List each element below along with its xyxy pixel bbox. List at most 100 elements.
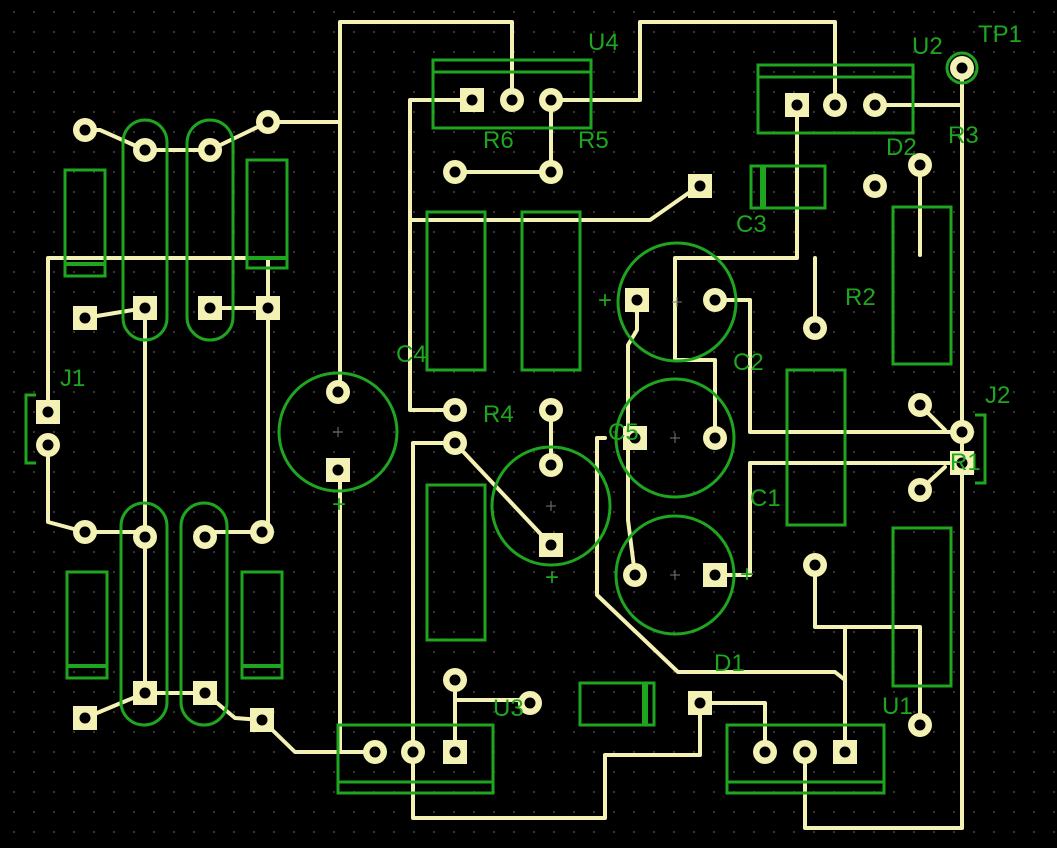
u2-outline bbox=[756, 63, 915, 135]
trace-u4-to-r4 bbox=[408, 98, 474, 412]
drill-hole bbox=[869, 99, 881, 111]
bridge-block-4 bbox=[240, 570, 284, 680]
label-c5: C5 bbox=[608, 419, 639, 446]
tp1-outline bbox=[945, 51, 979, 85]
trace-c2-minus bbox=[713, 298, 964, 434]
label-r5: R5 bbox=[578, 127, 609, 154]
plus-mark-c1: + bbox=[740, 561, 754, 588]
drill-hole bbox=[956, 457, 968, 469]
label-j2: J2 bbox=[985, 382, 1010, 409]
bridge-oval-4 bbox=[179, 501, 229, 727]
c2-outline bbox=[616, 241, 738, 363]
drill-hole bbox=[262, 302, 274, 314]
bridge-block-2 bbox=[245, 158, 289, 270]
drill-hole bbox=[199, 687, 211, 699]
drill-hole bbox=[332, 386, 344, 398]
trace-d1-u1 bbox=[698, 701, 767, 754]
drill-hole bbox=[829, 99, 841, 111]
label-u2: U2 bbox=[912, 33, 943, 60]
trace-bottom bbox=[411, 701, 702, 820]
drill-hole bbox=[139, 531, 151, 543]
label-r3: R3 bbox=[948, 122, 979, 149]
drill-hole bbox=[449, 166, 461, 178]
u3-outline bbox=[336, 723, 495, 795]
drill-hole bbox=[449, 746, 461, 758]
trace-bridge-left bbox=[46, 443, 147, 534]
trace-bridge-v2 bbox=[203, 306, 270, 534]
r1-body bbox=[785, 368, 847, 527]
u1-body bbox=[891, 526, 953, 688]
drill-hole bbox=[629, 569, 641, 581]
drill-hole bbox=[449, 437, 461, 449]
trace-bridge-top bbox=[83, 120, 270, 152]
bridge-block-1 bbox=[63, 168, 107, 278]
drill-hole bbox=[869, 180, 881, 192]
drill-hole bbox=[79, 712, 91, 724]
trace-c5-rail bbox=[595, 436, 847, 682]
drill-hole bbox=[759, 746, 771, 758]
drill-hole bbox=[956, 426, 968, 438]
drill-hole bbox=[199, 531, 211, 543]
trace-u1-link bbox=[813, 563, 922, 727]
u1-outline bbox=[725, 723, 886, 795]
label-u4: U4 bbox=[588, 29, 619, 56]
j1-bracket bbox=[24, 393, 36, 465]
drill-hole bbox=[709, 294, 721, 306]
reference-labels: U4 U2 TP1 R6 R5 R3 D2 C3 R2 C4 C2 J1 J2 … bbox=[60, 21, 1022, 722]
drill-hole bbox=[449, 404, 461, 416]
trace-top-left bbox=[266, 20, 514, 124]
plus-mark-c2: + bbox=[598, 287, 612, 314]
label-tp1: TP1 bbox=[978, 21, 1022, 48]
drill-hole bbox=[799, 746, 811, 758]
label-r1: R1 bbox=[950, 449, 981, 476]
r5-body bbox=[520, 210, 582, 372]
drill-hole bbox=[694, 180, 706, 192]
drill-hole bbox=[709, 569, 721, 581]
drill-hole bbox=[256, 714, 268, 726]
label-d1: D1 bbox=[714, 650, 745, 677]
plus-mark-r4cap: + bbox=[545, 564, 559, 591]
drill-hole bbox=[256, 526, 268, 538]
r2-body bbox=[891, 205, 953, 366]
r6-body bbox=[425, 210, 487, 372]
drill-hole bbox=[466, 94, 478, 106]
drill-hole bbox=[545, 459, 557, 471]
c3-outline bbox=[749, 164, 827, 210]
trace-r4-diag bbox=[453, 441, 553, 547]
drill-hole bbox=[139, 302, 151, 314]
bridge-oval-3 bbox=[119, 501, 169, 727]
drill-hole bbox=[914, 719, 926, 731]
drill-hole bbox=[449, 674, 461, 686]
c1-outline bbox=[614, 514, 736, 636]
silkscreen bbox=[24, 51, 987, 795]
label-j1: J1 bbox=[60, 365, 85, 392]
label-c4: C4 bbox=[396, 341, 427, 368]
drill-hole bbox=[407, 746, 419, 758]
label-c1: C1 bbox=[750, 485, 781, 512]
label-c2: C2 bbox=[733, 349, 764, 376]
u4-outline bbox=[431, 58, 593, 130]
drill-hole bbox=[956, 62, 968, 74]
r4-body bbox=[425, 483, 487, 642]
drill-hole bbox=[204, 144, 216, 156]
trace-bridge-rail bbox=[46, 256, 270, 414]
drill-hole bbox=[42, 406, 54, 418]
label-r2: R2 bbox=[845, 284, 876, 311]
drill-hole bbox=[791, 99, 803, 111]
drill-hole bbox=[139, 687, 151, 699]
drill-hole bbox=[914, 159, 926, 171]
drill-hole bbox=[545, 404, 557, 416]
drill-hole bbox=[262, 116, 274, 128]
bridge-oval-1 bbox=[121, 118, 169, 342]
drill-hole bbox=[545, 94, 557, 106]
drill-hole bbox=[809, 322, 821, 334]
drill-hole bbox=[369, 746, 381, 758]
drill-hole bbox=[629, 432, 641, 444]
bridge-oval-2 bbox=[185, 118, 235, 342]
label-r4: R4 bbox=[483, 401, 514, 428]
j2-bracket bbox=[975, 413, 987, 485]
drill-hole bbox=[914, 399, 926, 411]
drill-hole bbox=[506, 94, 518, 106]
